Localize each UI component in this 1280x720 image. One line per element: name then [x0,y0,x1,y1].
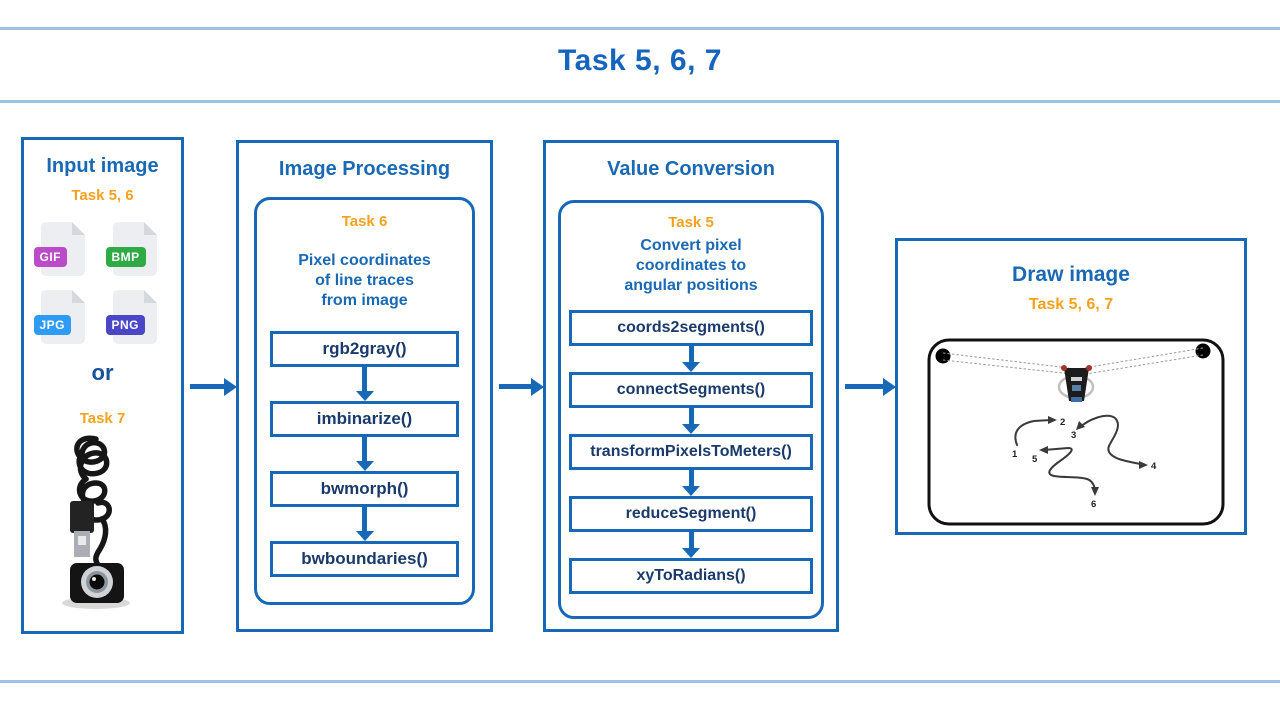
bottom-divider-line [0,680,1280,683]
down-arrow [257,507,472,541]
task-5-label: Task 5 [668,214,714,231]
down-arrow [561,470,821,496]
value-conversion-panel: Value Conversion Task 5 Convert pixel co… [543,140,839,632]
plotter-whiteboard-illustration: 1 2 3 4 5 6 [926,337,1226,529]
trace-arrowheads [1039,416,1148,496]
whiteboard-svg: 1 2 3 4 5 6 [927,338,1225,526]
fn-coords2segments: coords2segments() [569,310,813,347]
image-processing-panel: Image Processing Task 6 Pixel coordinate… [236,140,493,632]
waypoint-6: 6 [1091,499,1096,510]
webcam-body [62,563,130,609]
png-file-icon: PNG [105,290,157,344]
file-format-grid: GIF BMP JPG PNG [33,222,165,344]
waypoint-2: 2 [1060,417,1065,428]
jpg-file-icon: JPG [33,290,85,344]
down-arrow [257,437,472,471]
flow-arrow-processing-to-conversion [499,384,531,389]
task-5-6-7-label: Task 5, 6, 7 [1028,296,1114,313]
down-arrow-shape [688,408,694,426]
down-arrow-shape [688,532,694,550]
waypoint-3: 3 [1071,430,1076,441]
task-7-label: Task 7 [79,410,126,427]
down-arrow-shape [688,346,694,364]
fold-corner [143,222,157,235]
fold-corner [143,290,157,303]
task-5-6-label: Task 5, 6 [71,187,134,204]
gif-file-icon: GIF [33,222,85,276]
down-arrow [561,532,821,558]
top-divider-line [0,27,1280,30]
drawn-trace-path [1014,414,1145,493]
fn-bwboundaries: bwboundaries() [270,541,459,578]
task-6-label: Task 6 [341,213,388,230]
or-label: or [91,360,114,385]
down-arrow [561,346,821,372]
waypoint-1: 1 [1012,449,1018,460]
usb-webcam-photo [24,431,181,613]
down-arrow [257,367,472,401]
draw-image-heading: Draw image [1012,263,1130,286]
jpg-label: JPG [33,315,72,335]
bmp-label: BMP [105,247,146,267]
gif-label: GIF [33,247,67,267]
fn-reducesegment: reduceSegment() [569,496,813,533]
down-arrow-shape [688,470,694,488]
fn-transformpixelstometers: transformPixelsToMeters() [569,434,813,471]
down-arrow-shape [362,367,367,393]
left-anchor-dot [935,348,951,364]
suspension-strings [942,347,1204,375]
page-title: Task 5, 6, 7 [558,44,722,77]
task6-inner-panel: Task 6 Pixel coordinates of line traces … [254,197,475,605]
fold-corner [71,222,85,235]
processing-description: Pixel coordinates of line traces from im… [298,252,431,310]
down-arrow-shape [362,507,367,533]
fn-imbinarize: imbinarize() [270,401,459,438]
webcam-illustration [62,435,130,609]
down-arrow-shape [362,437,367,463]
flow-arrow-conversion-to-draw [845,384,883,389]
draw-image-panel: Draw image Task 5, 6, 7 [895,238,1247,535]
waypoint-4: 4 [1151,461,1157,472]
task5-inner-panel: Task 5 Convert pixel coordinates to angu… [558,200,824,619]
conversion-description: Convert pixel coordinates to angular pos… [624,237,758,295]
fold-corner [71,290,85,303]
fn-bwmorph: bwmorph() [270,471,459,508]
input-image-heading: Input image [46,155,159,177]
waypoint-5: 5 [1032,454,1038,465]
png-label: PNG [105,315,146,335]
fn-rgb2gray: rgb2gray() [270,331,459,368]
waypoint-numbers: 1 2 3 4 5 6 [1012,417,1157,510]
flow-arrow-input-to-processing [190,384,224,389]
usb-plug [70,501,94,557]
fn-xytoradians: xyToRadians() [569,558,813,595]
whiteboard-frame [927,338,1225,526]
fn-connectsegments: connectSegments() [569,372,813,409]
input-image-panel: Input image Task 5, 6 GIF BMP JPG PNG or… [21,137,184,634]
right-anchor-dot [1195,343,1211,359]
bmp-file-icon: BMP [105,222,157,276]
value-conversion-heading: Value Conversion [607,158,775,180]
plotter-robot [1057,365,1095,402]
image-processing-heading: Image Processing [278,158,451,180]
down-arrow [561,408,821,434]
title-divider-line [0,100,1280,103]
